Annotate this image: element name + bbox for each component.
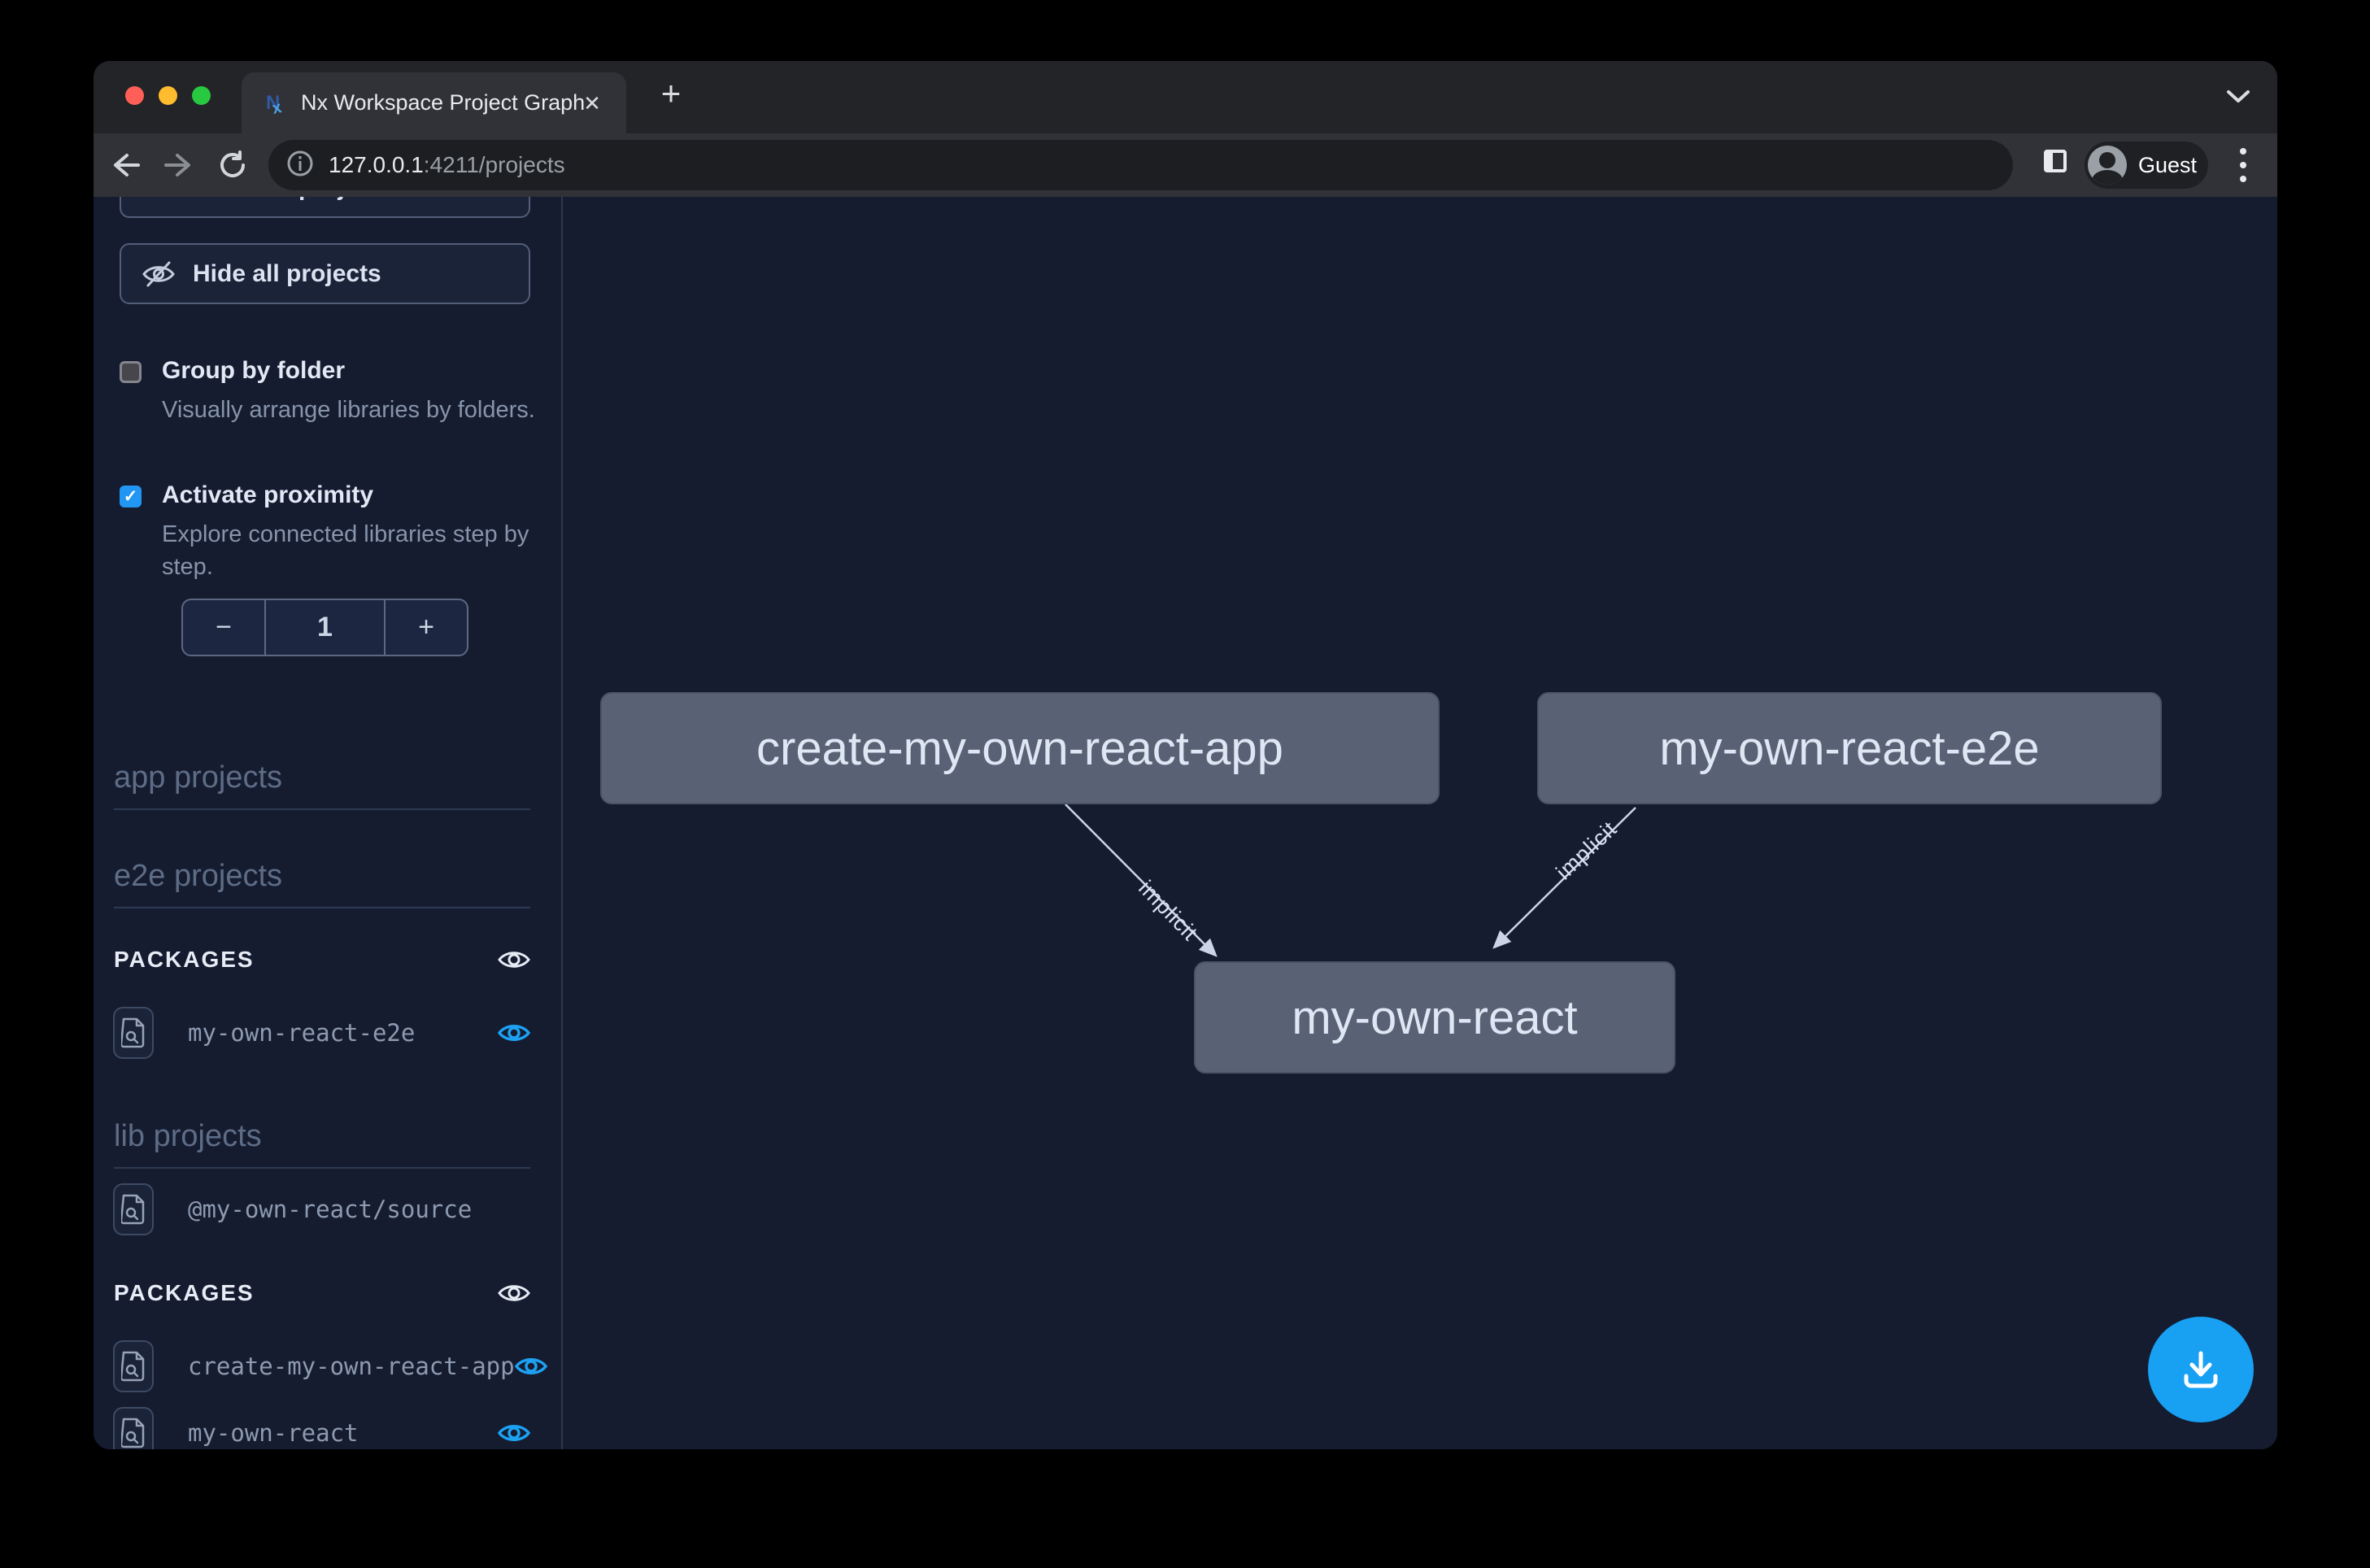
graph-node-my-own-react[interactable]: my-own-react xyxy=(1194,961,1675,1074)
eye-icon xyxy=(142,197,175,200)
site-info-icon[interactable] xyxy=(286,150,314,181)
download-icon xyxy=(2184,1351,2218,1388)
url-text: 127.0.0.1:4211/projects xyxy=(329,152,565,178)
file-search-icon xyxy=(113,1007,154,1059)
activate-proximity-description: Explore connected libraries step by step… xyxy=(162,521,529,580)
window-minimize-button[interactable] xyxy=(159,86,177,105)
profile-button[interactable]: Guest xyxy=(2085,142,2208,189)
forward-button[interactable] xyxy=(159,145,199,185)
new-tab-button[interactable]: + xyxy=(660,74,682,112)
side-panel-toggle-icon[interactable] xyxy=(2044,150,2067,172)
back-button[interactable] xyxy=(105,145,146,185)
packages-label: PACKAGES xyxy=(114,947,255,972)
reload-button[interactable] xyxy=(212,145,253,185)
graph-node-my-own-react-e2e[interactable]: my-own-react-e2e xyxy=(1537,692,2162,804)
avatar-icon xyxy=(2088,146,2127,185)
proximity-value: 1 xyxy=(317,612,333,642)
hide-all-projects-button[interactable]: Hide all projects xyxy=(120,243,530,304)
show-all-projects-label: Show all projects xyxy=(193,197,394,202)
packages-header-lib: PACKAGES xyxy=(114,1280,530,1306)
hide-all-projects-label: Hide all projects xyxy=(193,259,381,287)
section-e2e-projects: e2e projects xyxy=(114,859,530,908)
packages-eye-icon[interactable] xyxy=(498,947,530,972)
download-graph-button[interactable] xyxy=(2148,1317,2254,1422)
tab-close-icon[interactable]: ✕ xyxy=(583,90,601,115)
project-item-label: my-own-react xyxy=(188,1419,359,1447)
file-search-icon xyxy=(113,1183,154,1235)
browser-menu-button[interactable] xyxy=(2237,143,2249,187)
window-zoom-button[interactable] xyxy=(192,86,211,105)
packages-header-e2e: PACKAGES xyxy=(114,947,530,973)
proximity-increment-button[interactable]: + xyxy=(384,600,467,655)
group-by-folder-label: Group by folder xyxy=(162,357,345,384)
project-eye-icon[interactable] xyxy=(498,1421,530,1445)
activate-proximity-checkbox[interactable]: ✓ xyxy=(120,486,142,507)
section-app-projects: app projects xyxy=(114,760,530,810)
proximity-stepper: − 1 + xyxy=(181,599,468,656)
group-by-folder-checkbox[interactable] xyxy=(120,361,142,383)
proximity-decrement-button[interactable]: − xyxy=(183,600,266,655)
tab-title: Nx Workspace Project Graph xyxy=(301,90,586,115)
sidebar: Show all projects Hide all projects Grou… xyxy=(94,197,561,1449)
project-item-label: create-my-own-react-app xyxy=(188,1352,515,1380)
graph-node-create-my-own-react-app[interactable]: create-my-own-react-app xyxy=(600,692,1440,804)
activate-proximity-label: Activate proximity xyxy=(162,481,374,508)
eye-off-icon xyxy=(142,260,175,288)
tab-search-chevron-icon[interactable] xyxy=(2225,89,2251,105)
packages-label: PACKAGES xyxy=(114,1280,255,1305)
project-item-my-own-react-source[interactable]: @my-own-react/source xyxy=(113,1183,530,1235)
file-search-icon xyxy=(113,1407,154,1449)
project-item-create-my-own-react-app[interactable]: create-my-own-react-app xyxy=(113,1340,547,1392)
section-lib-projects: lib projects xyxy=(114,1119,530,1169)
project-item-label: my-own-react-e2e xyxy=(188,1019,416,1047)
group-by-folder-description: Visually arrange libraries by folders. xyxy=(162,397,535,423)
url-path: :4211/projects xyxy=(423,152,565,177)
project-item-my-own-react-e2e[interactable]: my-own-react-e2e xyxy=(113,1007,530,1059)
file-search-icon xyxy=(113,1340,154,1392)
url-host: 127.0.0.1 xyxy=(329,152,424,177)
sidebar-divider xyxy=(561,197,563,1449)
project-item-label: @my-own-react/source xyxy=(188,1196,473,1223)
profile-label: Guest xyxy=(2138,152,2198,177)
show-all-projects-button[interactable]: Show all projects xyxy=(120,197,530,218)
window-close-button[interactable] xyxy=(125,86,144,105)
project-eye-icon[interactable] xyxy=(498,1021,530,1045)
url-bar[interactable]: 127.0.0.1:4211/projects xyxy=(268,140,2013,190)
browser-toolbar: 127.0.0.1:4211/projects Guest xyxy=(94,133,2277,197)
packages-eye-icon[interactable] xyxy=(498,1281,530,1305)
project-item-my-own-react[interactable]: my-own-react xyxy=(113,1407,530,1449)
project-eye-icon[interactable] xyxy=(514,1354,547,1379)
